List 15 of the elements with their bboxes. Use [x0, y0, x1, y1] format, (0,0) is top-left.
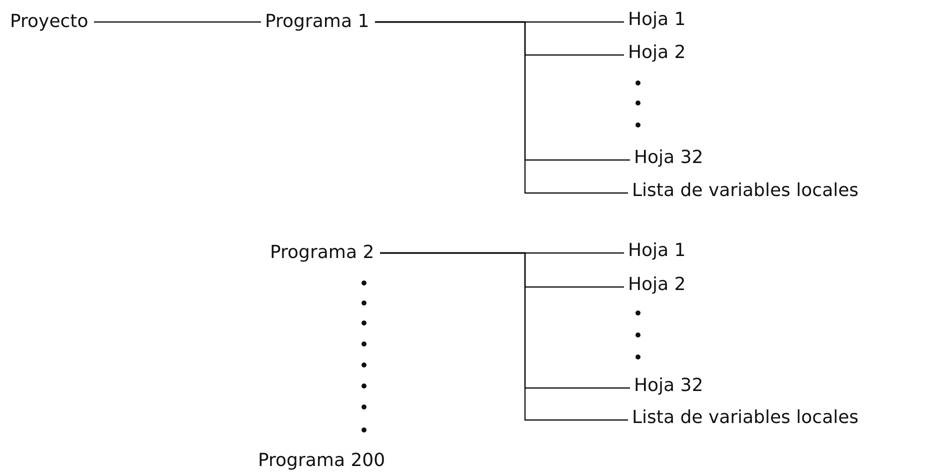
tree-item-label: Programa 1 [263, 11, 372, 33]
tree-item-label: Lista de variables locales [630, 407, 861, 429]
connector-line [380, 252, 628, 421]
tree-item-label: Lista de variables locales [630, 180, 861, 202]
tree-item-label: Proyecto [8, 11, 90, 33]
connector-line [375, 21, 628, 194]
tree-item-label: Hoja 1 [626, 240, 688, 262]
tree-item-label: Hoja 1 [626, 9, 688, 31]
tree-item-label: Hoja 2 [626, 274, 688, 296]
connector-line [94, 21, 261, 23]
tree-item-label: Programa 200 [256, 450, 388, 472]
tree-item-label: Hoja 32 [632, 375, 706, 397]
tree-item-label: Hoja 2 [626, 42, 688, 64]
tree-item-label: Programa 2 [268, 242, 376, 264]
tree-item-label: Hoja 32 [632, 147, 706, 169]
